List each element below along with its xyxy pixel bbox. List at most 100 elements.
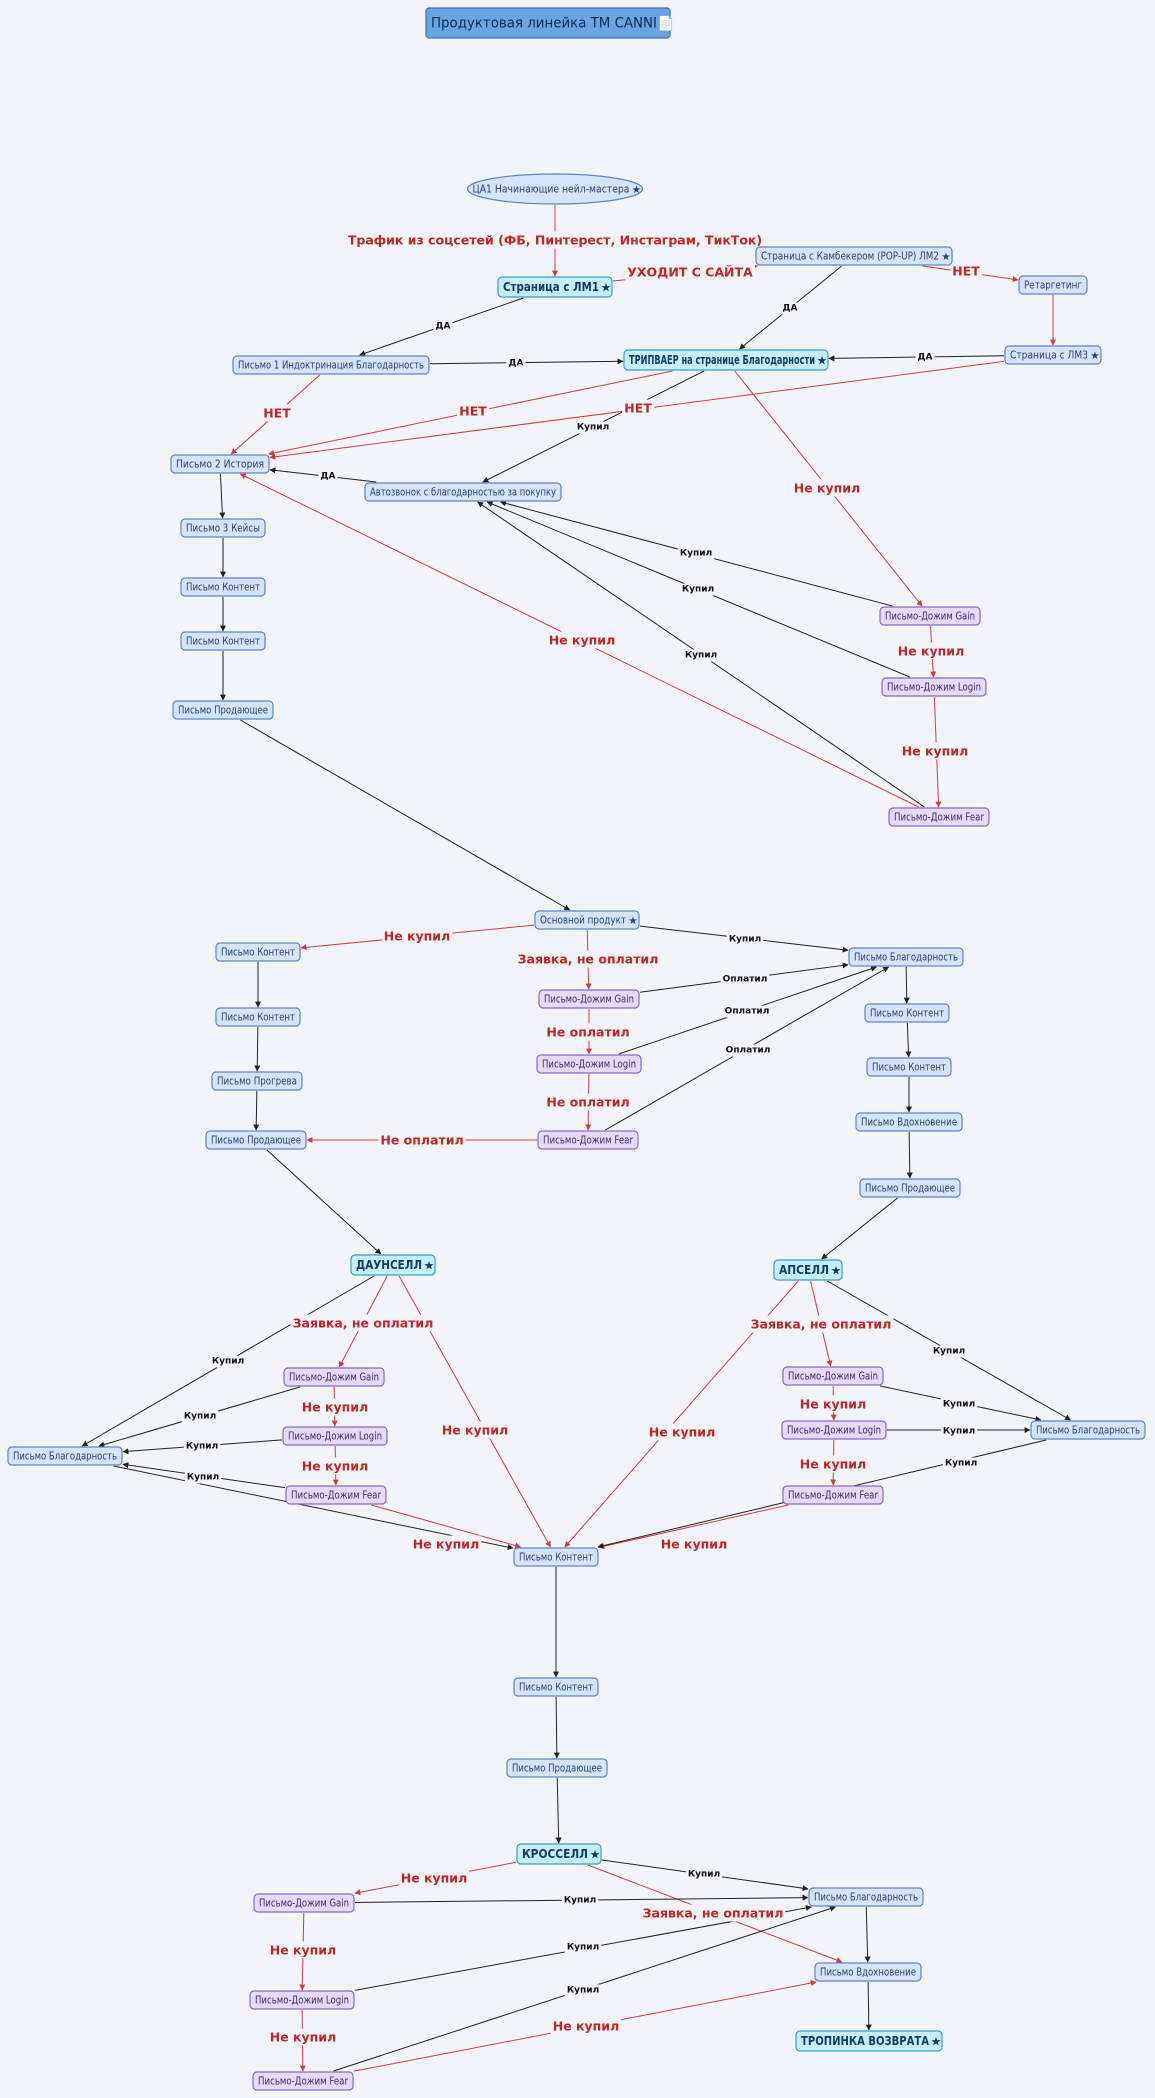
edge-label-background	[564, 1941, 602, 1954]
node-tripwire[interactable]: ТРИПВАЕР на странице Благодарности★	[623, 349, 829, 371]
edge-m_r_content1-to-m_r_content2	[905, 1022, 912, 1058]
node-shape	[7, 1446, 123, 1466]
node-lm1[interactable]: Страница с ЛМ1★	[497, 276, 613, 298]
node-shape	[211, 1071, 303, 1091]
edge-label-background	[457, 402, 490, 420]
edge-letter1-to-tripwire	[429, 358, 624, 365]
node-c-content2[interactable]: Письмо Контент	[513, 1677, 599, 1697]
edge-label-background	[682, 649, 720, 662]
node-shape	[808, 1887, 924, 1907]
edge-label-background	[515, 950, 661, 968]
node-m-r-sell[interactable]: Письмо Продающее	[859, 1178, 961, 1198]
node-letter3[interactable]: Письмо 3 Кейсы	[180, 518, 266, 538]
node-letter2[interactable]: Письмо 2 История	[170, 454, 270, 474]
edge-label-tripwire-to-gain1: Не купил	[794, 481, 860, 496]
node-u-fear[interactable]: Письмо-Дожим Fear	[782, 1485, 884, 1505]
node-return-path[interactable]: ТРОПИНКА ВОЗВРАТА★	[795, 2030, 943, 2052]
node-main[interactable]: Основной продукт★	[534, 910, 640, 930]
node-u-gain[interactable]: Письмо-Дожим Gain	[782, 1366, 884, 1386]
node-d-gain[interactable]: Письмо-Дожим Gain	[283, 1367, 385, 1387]
node-autocall[interactable]: Автозвонок с благодарностью за покупку	[364, 482, 562, 502]
node-m-login[interactable]: Письмо-Дожим Login	[536, 1054, 642, 1074]
edge-label-background	[381, 927, 453, 945]
node-m-r-content1[interactable]: Письмо Контент	[864, 1003, 950, 1023]
node-label: Письмо Благодарность	[854, 952, 958, 964]
node-m-thanks[interactable]: Письмо Благодарность	[848, 947, 964, 967]
node-m-content1[interactable]: Письмо Контент	[215, 942, 301, 962]
node-title[interactable]: Продуктовая линейка ТМ CANNI📄	[425, 7, 675, 39]
star-icon: ★	[628, 915, 637, 927]
node-shape	[855, 1112, 963, 1132]
node-shape	[516, 1843, 602, 1865]
node-shape	[180, 518, 266, 538]
edge-label-background	[181, 1410, 219, 1423]
node-m-fear[interactable]: Письмо-Дожим Fear	[537, 1130, 639, 1150]
node-m-content2[interactable]: Письмо Контент	[215, 1007, 301, 1027]
node-label: Письмо Благодарность	[814, 1892, 918, 1904]
node-content1[interactable]: Письмо Контент	[180, 577, 266, 597]
node-x-gain[interactable]: Письмо-Дожим Gain	[253, 1893, 355, 1913]
node-lm3[interactable]: Страница с ЛМ3★	[1004, 345, 1102, 365]
node-gain1[interactable]: Письмо-Дожим Gain	[879, 606, 981, 626]
node-label: ЦА1 Начинающие нейл-мастера	[473, 184, 630, 196]
edge-label-lm1-to-letter1: ДА	[436, 322, 451, 332]
node-shape	[536, 1054, 642, 1074]
node-x-login[interactable]: Письмо-Дожим Login	[249, 1990, 355, 2010]
edge-label-letter1-to-letter2: НЕТ	[263, 406, 291, 421]
node-label: Основной продукт	[540, 915, 626, 927]
node-label: Письмо Контент	[519, 1552, 593, 1564]
node-upsell[interactable]: АПСЕЛЛ★	[773, 1259, 843, 1281]
node-m-r-content2[interactable]: Письмо Контент	[866, 1057, 952, 1077]
node-shape	[232, 355, 430, 375]
node-d-thanks[interactable]: Письмо Благодарность	[7, 1446, 123, 1466]
edge-label-d_login-to-d_thanks: Купил	[186, 1442, 218, 1452]
star-icon: ★	[931, 2035, 942, 2049]
node-c-content1[interactable]: Письмо Контент	[513, 1547, 599, 1567]
node-sell1[interactable]: Письмо Продающее	[172, 700, 274, 720]
node-x-fear[interactable]: Письмо-Дожим Fear	[252, 2071, 354, 2091]
node-m-sell[interactable]: Письмо Продающее	[205, 1130, 307, 1150]
node-downsell[interactable]: ДАУНСЕЛЛ★	[350, 1254, 436, 1276]
node-letter1[interactable]: Письмо 1 Индоктринация Благодарность	[232, 355, 430, 375]
node-d-login[interactable]: Письмо-Дожим Login	[282, 1426, 388, 1446]
node-crosssell[interactable]: КРОССЕЛЛ★	[516, 1843, 602, 1865]
star-icon: ★	[632, 184, 641, 196]
node-login1[interactable]: Письмо-Дожим Login	[881, 677, 987, 697]
node-u-thanks[interactable]: Письмо Благодарность	[1030, 1420, 1146, 1440]
node-u-login[interactable]: Письмо-Дожим Login	[781, 1420, 887, 1440]
node-d-fear[interactable]: Письмо-Дожим Fear	[285, 1485, 387, 1505]
edge-label-login1-to-fear1: Не купил	[902, 744, 968, 759]
node-fear1[interactable]: Письмо-Дожим Fear	[888, 807, 990, 827]
node-content2[interactable]: Письмо Контент	[180, 631, 266, 651]
node-label: Письмо Контент	[186, 636, 260, 648]
edge-label-background	[299, 1457, 371, 1475]
node-c-sell[interactable]: Письмо Продающее	[506, 1758, 608, 1778]
node-retarget[interactable]: Ретаргетинг	[1018, 275, 1088, 295]
edge-label-background	[677, 547, 715, 560]
edge-label-background	[723, 1044, 773, 1057]
node-x-thanks[interactable]: Письмо Благодарность	[808, 1887, 924, 1907]
edge-m_thanks-to-m_r_content1	[903, 966, 910, 1004]
node-m-inspire[interactable]: Письмо Вдохновение	[855, 1112, 963, 1132]
node-label: Письмо-Дожим Gain	[788, 1371, 878, 1383]
node-shape	[205, 1130, 307, 1150]
node-shape	[814, 1962, 922, 1982]
edge-x_inspire-to-return_path	[865, 1981, 872, 2031]
node-m-warm[interactable]: Письмо Прогрева	[211, 1071, 303, 1091]
edge-label-background	[318, 470, 338, 483]
edge-label-u_fear-to-c_content1: Не купил	[661, 1537, 727, 1552]
edge-label-background	[625, 263, 756, 281]
node-label: Письмо-Дожим Gain	[259, 1898, 349, 1910]
node-m-gain[interactable]: Письмо-Дожим Gain	[538, 989, 640, 1009]
node-label: Письмо Вдохновение	[820, 1967, 916, 1979]
edge-label-m_fear-to-m_thanks: Оплатил	[726, 1046, 771, 1056]
node-label: Письмо Контент	[186, 582, 260, 594]
node-label: Письмо Контент	[221, 1012, 295, 1024]
node-label: Страница с ЛМ3	[1010, 350, 1088, 362]
node-label: Письмо Продающее	[512, 1763, 602, 1775]
node-lm2[interactable]: Страница с Камбекером (POP-UP) ЛМ2★	[755, 246, 953, 266]
edge-label-background	[544, 1093, 632, 1111]
star-icon: ★	[941, 251, 950, 263]
node-ca1[interactable]: ЦА1 Начинающие нейл-мастера★	[466, 173, 644, 205]
node-x-inspire[interactable]: Письмо Вдохновение	[814, 1962, 922, 1982]
